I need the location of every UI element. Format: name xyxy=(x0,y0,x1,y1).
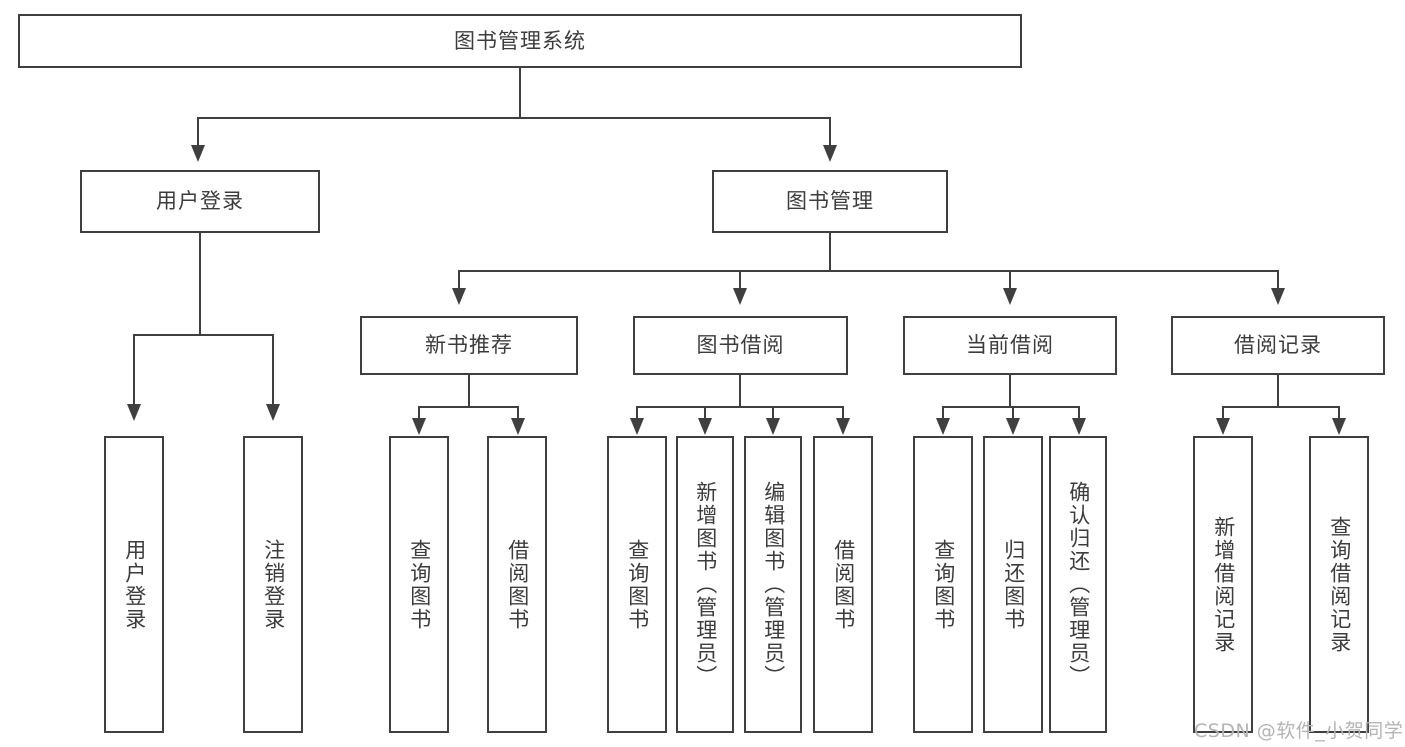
arrowhead-root-to-user-login xyxy=(191,145,205,162)
connector-bb-to-leaf-2 xyxy=(772,406,774,420)
connector-bb-to-leaf-3 xyxy=(842,406,844,420)
node-book-management[interactable]: 图书管理 xyxy=(712,170,948,233)
arrowhead-root-to-book-management xyxy=(823,145,837,162)
arrowhead-cb-to-leaf-2 xyxy=(1072,418,1086,435)
connector-borrow-record-stem xyxy=(1277,375,1279,407)
arrowhead-br-to-leaf-1 xyxy=(1332,418,1346,435)
connector-new-book-stem xyxy=(468,375,470,407)
connector-cb-to-leaf-0 xyxy=(942,406,944,420)
leaf-borrow-record-query[interactable]: 查询借阅记录 xyxy=(1309,436,1369,733)
leaf-borrow-record-add[interactable]: 新增借阅记录 xyxy=(1193,436,1253,733)
connector-bm-to-new-book xyxy=(458,270,460,290)
connector-br-to-leaf-1 xyxy=(1338,406,1340,420)
connector-bb-to-leaf-1 xyxy=(704,406,706,420)
node-label: 注销登录 xyxy=(261,538,286,631)
connector-user-login-bar xyxy=(133,334,272,336)
node-root-book-management-system[interactable]: 图书管理系统 xyxy=(18,14,1022,68)
node-label: 借阅记录 xyxy=(1234,333,1322,358)
arrowhead-bm-to-book-borrow xyxy=(733,288,747,305)
connector-br-to-leaf-0 xyxy=(1222,406,1224,420)
leaf-current-borrow-query[interactable]: 查询图书 xyxy=(913,436,973,733)
leaf-book-borrow-query[interactable]: 查询图书 xyxy=(607,436,667,733)
connector-root-to-book-management xyxy=(829,117,831,147)
leaf-current-borrow-confirm-return[interactable]: 确认归还（管理员） xyxy=(1049,436,1107,733)
leaf-user-login-logout[interactable]: 注销登录 xyxy=(243,436,303,733)
node-user-login[interactable]: 用户登录 xyxy=(80,170,320,233)
connector-bm-to-book-borrow xyxy=(739,270,741,290)
node-borrow-record[interactable]: 借阅记录 xyxy=(1171,316,1385,375)
arrowhead-user-login-to-leaf-1 xyxy=(266,404,280,421)
arrowhead-nb-to-leaf-0 xyxy=(412,418,426,435)
arrowhead-cb-to-leaf-1 xyxy=(1006,418,1020,435)
node-label: 当前借阅 xyxy=(966,333,1054,358)
arrowhead-bb-to-leaf-0 xyxy=(630,418,644,435)
arrowhead-nb-to-leaf-1 xyxy=(511,418,525,435)
arrowhead-bb-to-leaf-2 xyxy=(766,418,780,435)
connector-nb-to-leaf-1 xyxy=(517,406,519,420)
node-label: 借阅图书 xyxy=(505,538,530,631)
node-label: 确认归还（管理员） xyxy=(1066,481,1091,688)
connector-user-login-to-leaf-1 xyxy=(272,334,274,406)
connector-bm-to-borrow-record xyxy=(1277,270,1279,290)
connector-root-bar xyxy=(197,117,831,119)
node-label: 图书管理 xyxy=(786,189,874,214)
connector-new-book-bar xyxy=(418,406,518,408)
connector-current-borrow-bar xyxy=(942,406,1079,408)
connector-borrow-record-bar xyxy=(1222,406,1339,408)
node-label: 用户登录 xyxy=(156,189,244,214)
connector-root-stem xyxy=(519,68,521,118)
node-label: 新书推荐 xyxy=(425,333,513,358)
connector-bm-to-current-borrow xyxy=(1009,270,1011,290)
connector-cb-to-leaf-2 xyxy=(1078,406,1080,420)
node-book-borrow[interactable]: 图书借阅 xyxy=(633,316,848,375)
connector-book-borrow-bar xyxy=(636,406,843,408)
node-label: 查询借阅记录 xyxy=(1327,515,1352,654)
arrowhead-cb-to-leaf-0 xyxy=(936,418,950,435)
node-label: 归还图书 xyxy=(1001,538,1026,631)
node-label: 图书管理系统 xyxy=(454,28,586,53)
connector-book-management-bar xyxy=(458,270,1278,272)
node-current-borrow[interactable]: 当前借阅 xyxy=(903,316,1117,375)
connector-book-borrow-stem xyxy=(739,375,741,407)
node-new-book-recommend[interactable]: 新书推荐 xyxy=(360,316,578,375)
leaf-user-login-login[interactable]: 用户登录 xyxy=(104,436,164,733)
node-label: 查询图书 xyxy=(625,538,650,631)
node-label: 图书借阅 xyxy=(696,333,785,358)
connector-book-management-stem xyxy=(829,233,831,271)
arrowhead-br-to-leaf-0 xyxy=(1216,418,1230,435)
connector-current-borrow-stem xyxy=(1009,375,1011,407)
node-label: 借阅图书 xyxy=(831,538,856,631)
leaf-book-borrow-edit[interactable]: 编辑图书（管理员） xyxy=(744,436,802,733)
arrowhead-bm-to-current-borrow xyxy=(1003,288,1017,305)
arrowhead-bb-to-leaf-3 xyxy=(836,418,850,435)
node-label: 新增图书（管理员） xyxy=(693,481,718,688)
leaf-book-borrow-add[interactable]: 新增图书（管理员） xyxy=(676,436,734,733)
node-label: 编辑图书（管理员） xyxy=(761,481,786,688)
leaf-current-borrow-return[interactable]: 归还图书 xyxy=(983,436,1043,733)
connector-root-to-user-login xyxy=(197,117,199,147)
arrowhead-user-login-to-leaf-0 xyxy=(127,404,141,421)
leaf-new-book-query[interactable]: 查询图书 xyxy=(389,436,449,733)
leaf-book-borrow-borrow[interactable]: 借阅图书 xyxy=(813,436,873,733)
leaf-new-book-borrow[interactable]: 借阅图书 xyxy=(487,436,547,733)
connector-user-login-stem xyxy=(199,233,201,335)
arrowhead-bm-to-borrow-record xyxy=(1271,288,1285,305)
connector-cb-to-leaf-1 xyxy=(1012,406,1014,420)
csdn-watermark: CSDN @软件_小贺同学 xyxy=(1194,720,1404,742)
node-label: 新增借阅记录 xyxy=(1211,515,1236,654)
node-label: 查询图书 xyxy=(407,538,432,631)
arrowhead-bb-to-leaf-1 xyxy=(698,418,712,435)
connector-nb-to-leaf-0 xyxy=(418,406,420,420)
connector-user-login-to-leaf-0 xyxy=(133,334,135,406)
node-label: 查询图书 xyxy=(931,538,956,631)
arrowhead-bm-to-new-book xyxy=(452,288,466,305)
node-label: 用户登录 xyxy=(122,538,147,631)
connector-bb-to-leaf-0 xyxy=(636,406,638,420)
